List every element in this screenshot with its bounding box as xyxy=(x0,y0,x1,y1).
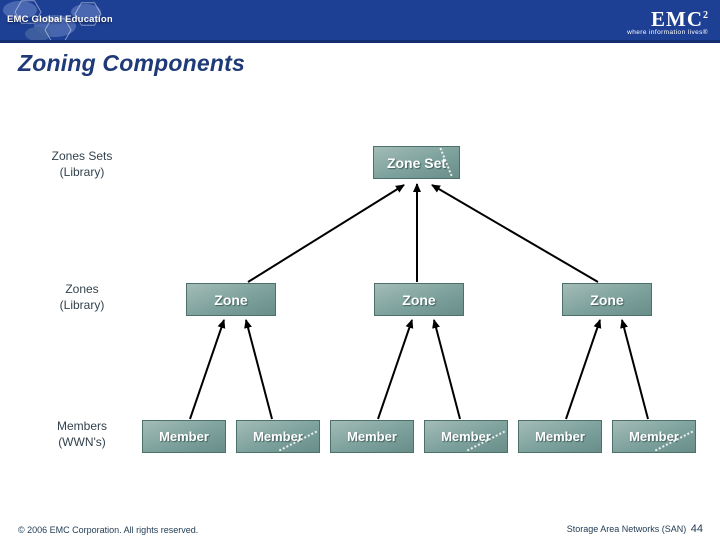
zone-label: Zone xyxy=(590,291,624,308)
member-box-4: Member xyxy=(424,420,508,453)
arrow-member3-zone2 xyxy=(377,319,414,420)
slide-number: 44 xyxy=(690,523,703,535)
member-label: Member xyxy=(159,429,209,444)
row-label-line2: (Library) xyxy=(59,165,105,179)
page-title: Zoning Components xyxy=(18,50,245,76)
zone-box-3: Zone xyxy=(562,283,652,316)
row-label-line2: (WWN's) xyxy=(58,435,106,449)
member-label: Member xyxy=(253,429,303,444)
arrow-zone1-zoneset xyxy=(247,184,405,283)
course-name: Storage Area Networks (SAN) xyxy=(566,524,687,534)
emc-wordmark-sup: 2 xyxy=(703,10,708,21)
emc-tagline: where information lives® xyxy=(627,29,708,36)
arrow-zone3-zoneset xyxy=(431,184,599,283)
member-label: Member xyxy=(629,429,679,444)
row-label-line1: Members xyxy=(56,419,107,433)
zone-label: Zone xyxy=(402,291,436,308)
world-map-art xyxy=(3,0,102,40)
row-label-line1: Zones xyxy=(65,282,99,296)
emc-wordmark: EMC2 xyxy=(627,6,708,31)
member-box-6: Member xyxy=(612,420,696,453)
emc-wordmark-text: EMC xyxy=(651,7,703,31)
member-box-5: Member xyxy=(518,420,602,453)
zone-set-box: Zone Set xyxy=(373,146,460,179)
header-bar: EMC Global Education EMC2 where informat… xyxy=(0,0,720,43)
row-label-line1: Zones Sets xyxy=(51,149,113,163)
row-label-members: Members (WWN's) xyxy=(22,418,142,450)
arrow-member1-zone1 xyxy=(189,319,226,420)
zone-label: Zone xyxy=(214,291,248,308)
arrow-member6-zone3 xyxy=(620,319,649,420)
member-label: Member xyxy=(347,429,397,444)
member-box-2: Member xyxy=(236,420,320,453)
emc-global-education-logo: EMC Global Education xyxy=(7,14,112,25)
member-label: Member xyxy=(535,429,585,444)
emc-logo: EMC2 where information lives® xyxy=(627,6,708,37)
row-label-line2: (Library) xyxy=(59,298,105,312)
arrow-member2-zone1 xyxy=(244,319,273,420)
member-label: Member xyxy=(441,429,491,444)
zone-set-label: Zone Set xyxy=(386,154,447,171)
arrow-member5-zone3 xyxy=(565,319,602,420)
world-map-graphic: EMC Global Education xyxy=(0,0,112,40)
row-label-zones: Zones (Library) xyxy=(22,281,142,313)
zone-box-2: Zone xyxy=(374,283,464,316)
zone-box-1: Zone xyxy=(186,283,276,316)
member-box-3: Member xyxy=(330,420,414,453)
row-label-zone-sets: Zones Sets (Library) xyxy=(22,148,142,180)
copyright-text: © 2006 EMC Corporation. All rights reser… xyxy=(18,525,199,535)
arrow-member4-zone2 xyxy=(432,319,461,420)
footer-course-and-page: Storage Area Networks (SAN) 44 xyxy=(567,523,703,535)
member-box-1: Member xyxy=(142,420,226,453)
